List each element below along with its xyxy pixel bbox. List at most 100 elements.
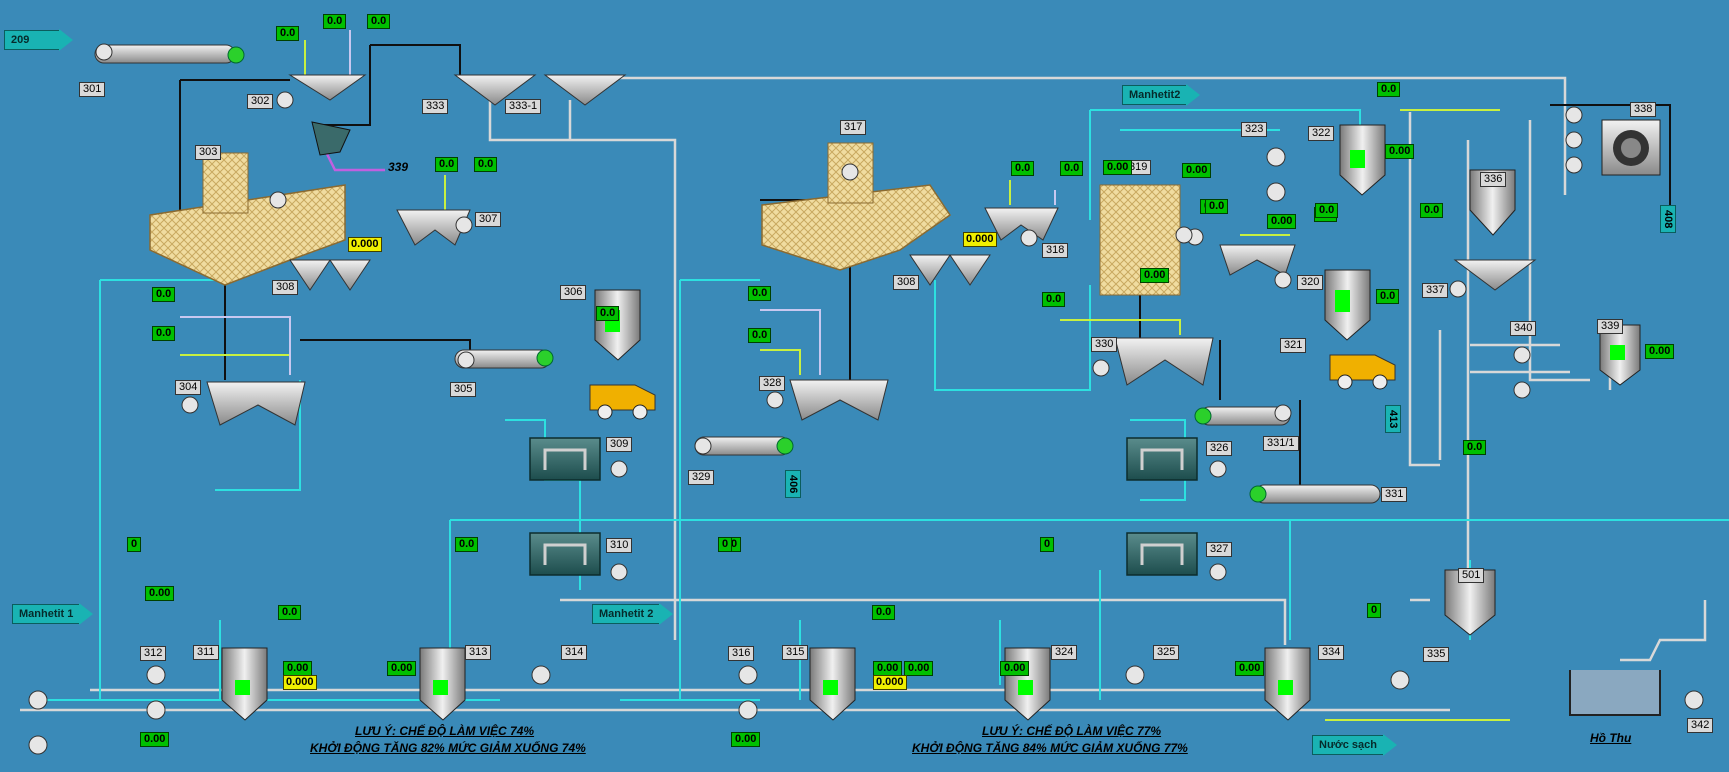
label-337[interactable]: 337 [1422,283,1449,298]
value-display: 0 [718,537,733,552]
label-340[interactable]: 340 [1510,321,1537,336]
value-display: 0.0 [1376,289,1400,304]
truck-icons [589,354,1396,411]
output-tag-406[interactable]: 406 [785,470,801,499]
value-display: 0.0 [152,287,176,302]
label-329[interactable]: 329 [688,470,715,485]
output-tag-408[interactable]: 408 [1660,205,1676,234]
value-display: 0.0 [872,605,896,620]
weigher-value: 0.000 [348,237,382,252]
note-left-line1: LƯU Ý: CHẾ ĐỘ LÀM VIỆC 74% [355,724,535,738]
label-318[interactable]: 318 [1042,243,1069,258]
value-display: 0.0 [748,328,772,343]
value-display: 0.00 [145,586,175,601]
label-322[interactable]: 322 [1308,126,1335,141]
label-338[interactable]: 338 [1630,102,1657,117]
value-display: 0.000 [283,675,317,690]
conveyors [94,44,1381,504]
label-305[interactable]: 305 [450,382,477,397]
sump-label: Hồ Thu [1590,731,1632,745]
label-501[interactable]: 501 [1458,568,1485,583]
value-display: 0 [1040,537,1055,552]
value-display: 0.0 [323,14,347,29]
label-324[interactable]: 324 [1051,645,1078,660]
label-301[interactable]: 301 [79,82,106,97]
value-display: 0.00 [1385,144,1415,159]
label-308b[interactable]: 308 [893,275,920,290]
label-303[interactable]: 303 [195,145,222,160]
label-333[interactable]: 333 [422,99,449,114]
label-307[interactable]: 307 [475,212,502,227]
value-display: 0.0 [1420,203,1444,218]
note-left-line2: KHỞI ĐỘNG TĂNG 82% MỨC GIẢM XUỐNG 74% [310,741,586,755]
label-310[interactable]: 310 [606,538,633,553]
label-304[interactable]: 304 [175,380,202,395]
label-327[interactable]: 327 [1206,542,1233,557]
value-display: 0.0 [1011,161,1035,176]
label-313[interactable]: 313 [465,645,492,660]
value-display: 0.0 [1042,292,1066,307]
value-display: 0.00 [731,732,761,747]
label-331[interactable]: 331 [1381,487,1408,502]
value-display: 0.0 [1463,440,1487,455]
label-330[interactable]: 330 [1091,337,1118,352]
input-tag-209[interactable]: 209 [4,29,73,51]
input-tag-nuoc-sach[interactable]: Nước sạch [1312,734,1397,756]
output-tag-413[interactable]: 413 [1385,405,1401,434]
value-display: 0.00 [1182,163,1212,178]
dest-339: 339 [388,160,409,174]
label-314[interactable]: 314 [561,645,588,660]
label-308a[interactable]: 308 [272,280,299,295]
separator-317-shape [761,184,952,271]
value-display: 0.0 [278,605,302,620]
value-display: 0.00 [283,661,313,676]
label-334[interactable]: 334 [1318,645,1345,660]
label-320[interactable]: 320 [1297,275,1324,290]
label-323[interactable]: 323 [1241,122,1268,137]
label-302[interactable]: 302 [247,94,274,109]
value-display: 0.0 [1205,199,1229,214]
value-display: 0.00 [1267,214,1297,229]
label-333-1[interactable]: 333-1 [505,99,542,114]
value-display: 0.00 [873,661,903,676]
pipes-grey [20,76,1707,712]
label-309[interactable]: 309 [606,437,633,452]
label-339[interactable]: 339 [1597,319,1624,334]
label-306[interactable]: 306 [560,285,587,300]
label-325[interactable]: 325 [1153,645,1180,660]
value-display: 0.00 [1140,268,1170,283]
label-336[interactable]: 336 [1480,172,1507,187]
label-316[interactable]: 316 [728,646,755,661]
value-display: 0.00 [1235,661,1265,676]
label-315[interactable]: 315 [782,645,809,660]
value-display: 0.0 [435,157,459,172]
label-335[interactable]: 335 [1423,647,1450,662]
label-326[interactable]: 326 [1206,441,1233,456]
input-tag-manhetit1[interactable]: Manhetit 1 [12,603,94,625]
value-display: 0.00 [904,661,934,676]
label-312[interactable]: 312 [140,646,167,661]
value-display: 0.00 [1000,661,1030,676]
input-tag-manhetit2-mid[interactable]: Manhetit 2 [592,603,674,625]
value-display: 0.0 [152,326,176,341]
label-331-1[interactable]: 331/1 [1263,436,1299,451]
input-tag-manhetit2-top[interactable]: Manhetit2 [1122,84,1201,106]
note-right-line1: LƯU Ý: CHẾ ĐỘ LÀM VIỆC 77% [982,724,1162,738]
value-display: 0.0 [1060,161,1084,176]
value-display: 0 [127,537,142,552]
value-display: 0.0 [455,537,479,552]
label-342[interactable]: 342 [1687,718,1714,733]
value-display: 0 [1367,603,1382,618]
label-321[interactable]: 321 [1280,338,1307,353]
value-display: 0.00 [140,732,170,747]
value-display: 0.0 [596,306,620,321]
label-328[interactable]: 328 [759,376,786,391]
label-317[interactable]: 317 [840,120,867,135]
value-display: 0.00 [1103,160,1133,175]
note-right-line2: KHỞI ĐỘNG TĂNG 84% MỨC GIẢM XUỐNG 77% [912,741,1188,755]
label-311[interactable]: 311 [193,645,219,660]
value-display: 0.00 [1645,344,1675,359]
crusher-302 [311,121,351,156]
value-display: 0.0 [1315,203,1339,218]
